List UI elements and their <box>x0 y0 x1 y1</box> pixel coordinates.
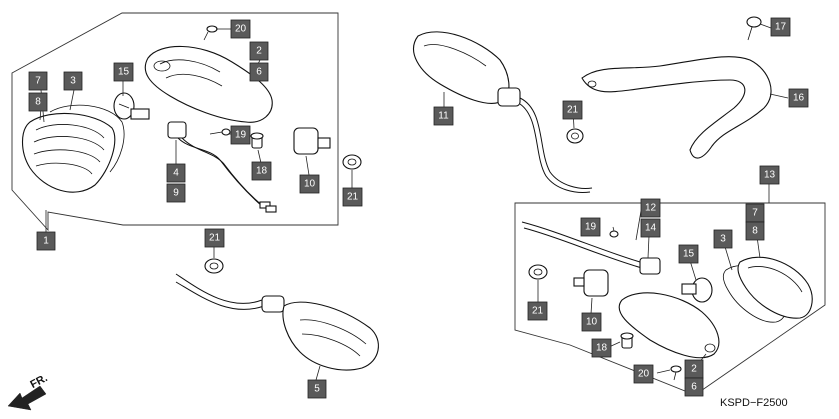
svg-text:11: 11 <box>438 111 449 122</box>
svg-text:5: 5 <box>314 384 320 395</box>
bulb-part <box>113 92 150 120</box>
callout-21: 21 <box>527 301 548 321</box>
svg-text:1: 1 <box>43 236 49 247</box>
svg-text:21: 21 <box>209 233 221 244</box>
svg-text:15: 15 <box>118 67 130 78</box>
svg-text:7: 7 <box>752 208 758 219</box>
callout-18: 18 <box>591 338 612 358</box>
mount-part <box>293 127 331 155</box>
callout-17: 17 <box>770 17 791 37</box>
socket-part <box>167 121 277 213</box>
callout-21: 21 <box>562 100 583 120</box>
svg-text:21: 21 <box>567 105 579 116</box>
svg-text:2: 2 <box>256 46 262 57</box>
screw-part <box>670 365 682 381</box>
nut-part <box>342 154 362 170</box>
gasket-part <box>49 104 125 173</box>
svg-text:18: 18 <box>596 343 608 354</box>
svg-text:18: 18 <box>256 166 268 177</box>
callout-15: 15 <box>113 62 134 82</box>
callout-10: 10 <box>299 174 320 194</box>
svg-text:19: 19 <box>235 130 247 141</box>
callout-5: 5 <box>307 379 327 399</box>
svg-text:12: 12 <box>645 203 657 214</box>
callout-16: 16 <box>788 88 809 108</box>
callout-6: 6 <box>249 62 269 82</box>
lens-part <box>737 256 813 319</box>
callout-8: 8 <box>28 92 48 112</box>
svg-text:7: 7 <box>35 76 41 87</box>
callout-15: 15 <box>678 244 699 264</box>
callout-6: 6 <box>684 377 704 397</box>
svg-text:3: 3 <box>720 234 726 245</box>
callout-2: 2 <box>249 41 269 61</box>
bracket-part <box>581 56 772 159</box>
nut-part <box>204 258 224 274</box>
socket-part <box>521 221 661 275</box>
callout-18: 18 <box>251 161 272 181</box>
svg-text:4: 4 <box>173 168 179 179</box>
callout-21: 21 <box>204 228 225 248</box>
svg-text:13: 13 <box>764 170 776 181</box>
svg-text:16: 16 <box>793 93 805 104</box>
callout-1: 1 <box>36 231 56 251</box>
svg-text:9: 9 <box>173 188 179 199</box>
rear-signal-part <box>413 31 593 193</box>
callout-8: 8 <box>745 221 765 241</box>
svg-text:10: 10 <box>586 317 598 328</box>
svg-text:21: 21 <box>532 306 544 317</box>
callout-11: 11 <box>433 106 454 126</box>
svg-text:14: 14 <box>645 223 657 234</box>
svg-text:19: 19 <box>585 222 597 233</box>
callout-19: 19 <box>230 125 251 145</box>
callout-10: 10 <box>581 312 602 332</box>
assembled-signal-part <box>175 273 379 371</box>
nut-part <box>528 264 548 280</box>
svg-text:6: 6 <box>691 382 697 393</box>
bolt-part <box>746 16 762 41</box>
svg-text:6: 6 <box>256 67 262 78</box>
svg-text:20: 20 <box>638 369 650 380</box>
group-frame-left <box>11 12 339 232</box>
callout-2: 2 <box>684 359 704 379</box>
callout-3: 3 <box>63 71 83 91</box>
housing-part <box>618 292 720 359</box>
screw-part <box>209 128 231 136</box>
callout-14: 14 <box>640 218 661 238</box>
svg-text:20: 20 <box>235 24 247 35</box>
callout-3: 3 <box>713 229 733 249</box>
diagram-code: KSPD−F2500 <box>720 397 788 409</box>
nut-part <box>566 128 584 144</box>
svg-text:17: 17 <box>775 22 787 33</box>
bulb-part <box>681 277 713 303</box>
svg-text:15: 15 <box>683 249 695 260</box>
grommet-part <box>620 332 634 349</box>
lens-part <box>21 112 116 193</box>
callout-9: 9 <box>166 183 186 203</box>
callout-4: 4 <box>166 163 186 183</box>
svg-text:3: 3 <box>70 76 76 87</box>
callout-21: 21 <box>342 187 363 207</box>
housing-part <box>144 45 273 123</box>
screw-part <box>203 25 218 41</box>
callout-19: 19 <box>580 217 601 237</box>
callout-20: 20 <box>230 19 251 39</box>
callout-7: 7 <box>28 71 48 91</box>
svg-text:2: 2 <box>691 364 697 375</box>
callout-13: 13 <box>759 165 780 185</box>
callout-20: 20 <box>633 364 654 384</box>
front-direction-arrow: FR. <box>7 372 50 411</box>
svg-text:10: 10 <box>304 179 316 190</box>
screw-part <box>609 230 619 238</box>
direction-label: FR. <box>28 372 49 391</box>
grommet-part <box>250 132 264 149</box>
callout-12: 12 <box>640 198 661 218</box>
callout-7: 7 <box>745 203 765 223</box>
svg-text:21: 21 <box>347 192 359 203</box>
svg-text:8: 8 <box>752 226 758 237</box>
mount-part <box>573 269 609 297</box>
svg-text:8: 8 <box>35 97 41 108</box>
